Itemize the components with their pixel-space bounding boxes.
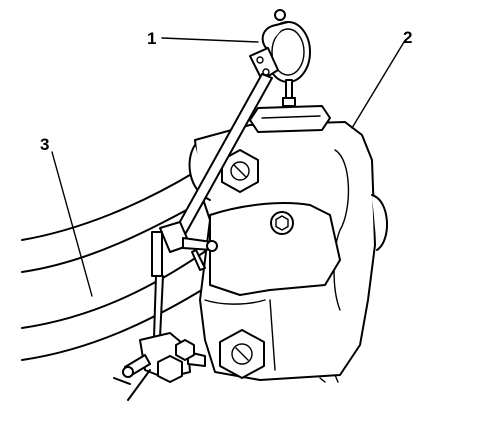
callout-3-leader [51,151,93,297]
lower-hex-nut [219,329,265,379]
callout-1-leader [161,37,259,43]
magnetic-stand [113,221,218,401]
dial-indicator [249,9,311,107]
background-curves [21,171,211,361]
upper-hex-nut [221,149,259,193]
callout-1-label: 1 [147,29,156,48]
callout-2-label: 2 [403,28,412,47]
callout-leaders [51,37,405,297]
callout-3-label: 3 [40,135,49,154]
callout-2-leader [351,41,405,129]
housing-body [188,105,389,383]
